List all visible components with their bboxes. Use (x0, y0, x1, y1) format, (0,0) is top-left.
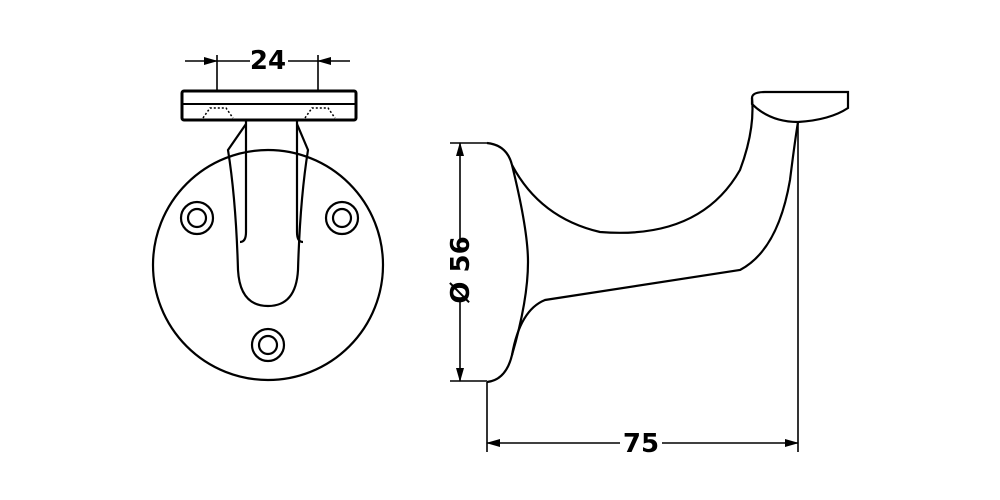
base-plate-profile (486, 141, 530, 384)
rail-saddle (180, 89, 358, 122)
dimension-label-75: 75 (623, 429, 659, 459)
mounting-hole-right (324, 200, 360, 236)
mounting-hole-bottom (250, 327, 286, 363)
saddle-profile (750, 90, 850, 124)
dimension-label-56: Ø 56 (446, 236, 476, 303)
dimension-75 (486, 122, 799, 452)
front-view (151, 89, 385, 382)
arm-lower-curve (510, 121, 800, 356)
arm-slot (226, 123, 310, 308)
wall-plate (151, 148, 385, 382)
mounting-hole-left (179, 200, 215, 236)
arm-upper-curve (511, 97, 754, 234)
screw-hidden-right (304, 107, 336, 119)
dimension-24 (185, 55, 350, 91)
screw-hidden-left (202, 107, 234, 119)
side-view (486, 90, 850, 384)
dimension-label-24: 24 (250, 46, 286, 76)
dimension-56 (450, 142, 487, 382)
